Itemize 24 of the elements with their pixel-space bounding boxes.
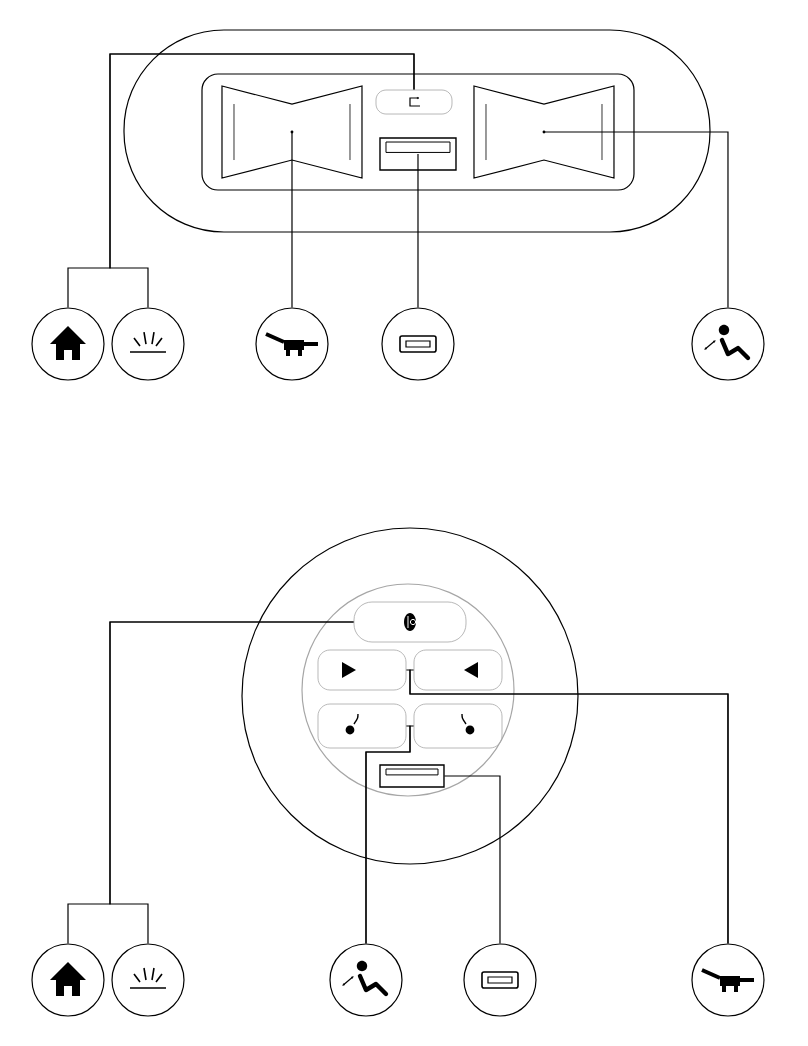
icon-circle <box>463 943 537 1017</box>
leader-line <box>543 131 729 309</box>
icon-circle <box>691 943 765 1017</box>
leader-line <box>417 153 419 309</box>
icon-circle <box>381 307 455 381</box>
backrest-button <box>413 703 503 749</box>
round-button <box>353 601 467 643</box>
icon-circle <box>31 943 105 1017</box>
icon-circle <box>31 307 105 381</box>
icon-circle <box>691 307 765 381</box>
leader-line <box>291 131 293 309</box>
backrest-button <box>317 703 407 749</box>
icon-circle <box>329 943 403 1017</box>
rocker-button <box>473 85 615 179</box>
icon-circle <box>255 307 329 381</box>
usb-port <box>379 764 445 788</box>
arrow-button <box>317 649 407 691</box>
usb-port <box>379 137 457 171</box>
icon-circle <box>111 943 185 1017</box>
rocker-button <box>221 85 363 179</box>
arrow-button <box>413 649 503 691</box>
leader-line <box>443 775 501 944</box>
icon-circle <box>111 307 185 381</box>
toggle-button <box>375 89 453 115</box>
